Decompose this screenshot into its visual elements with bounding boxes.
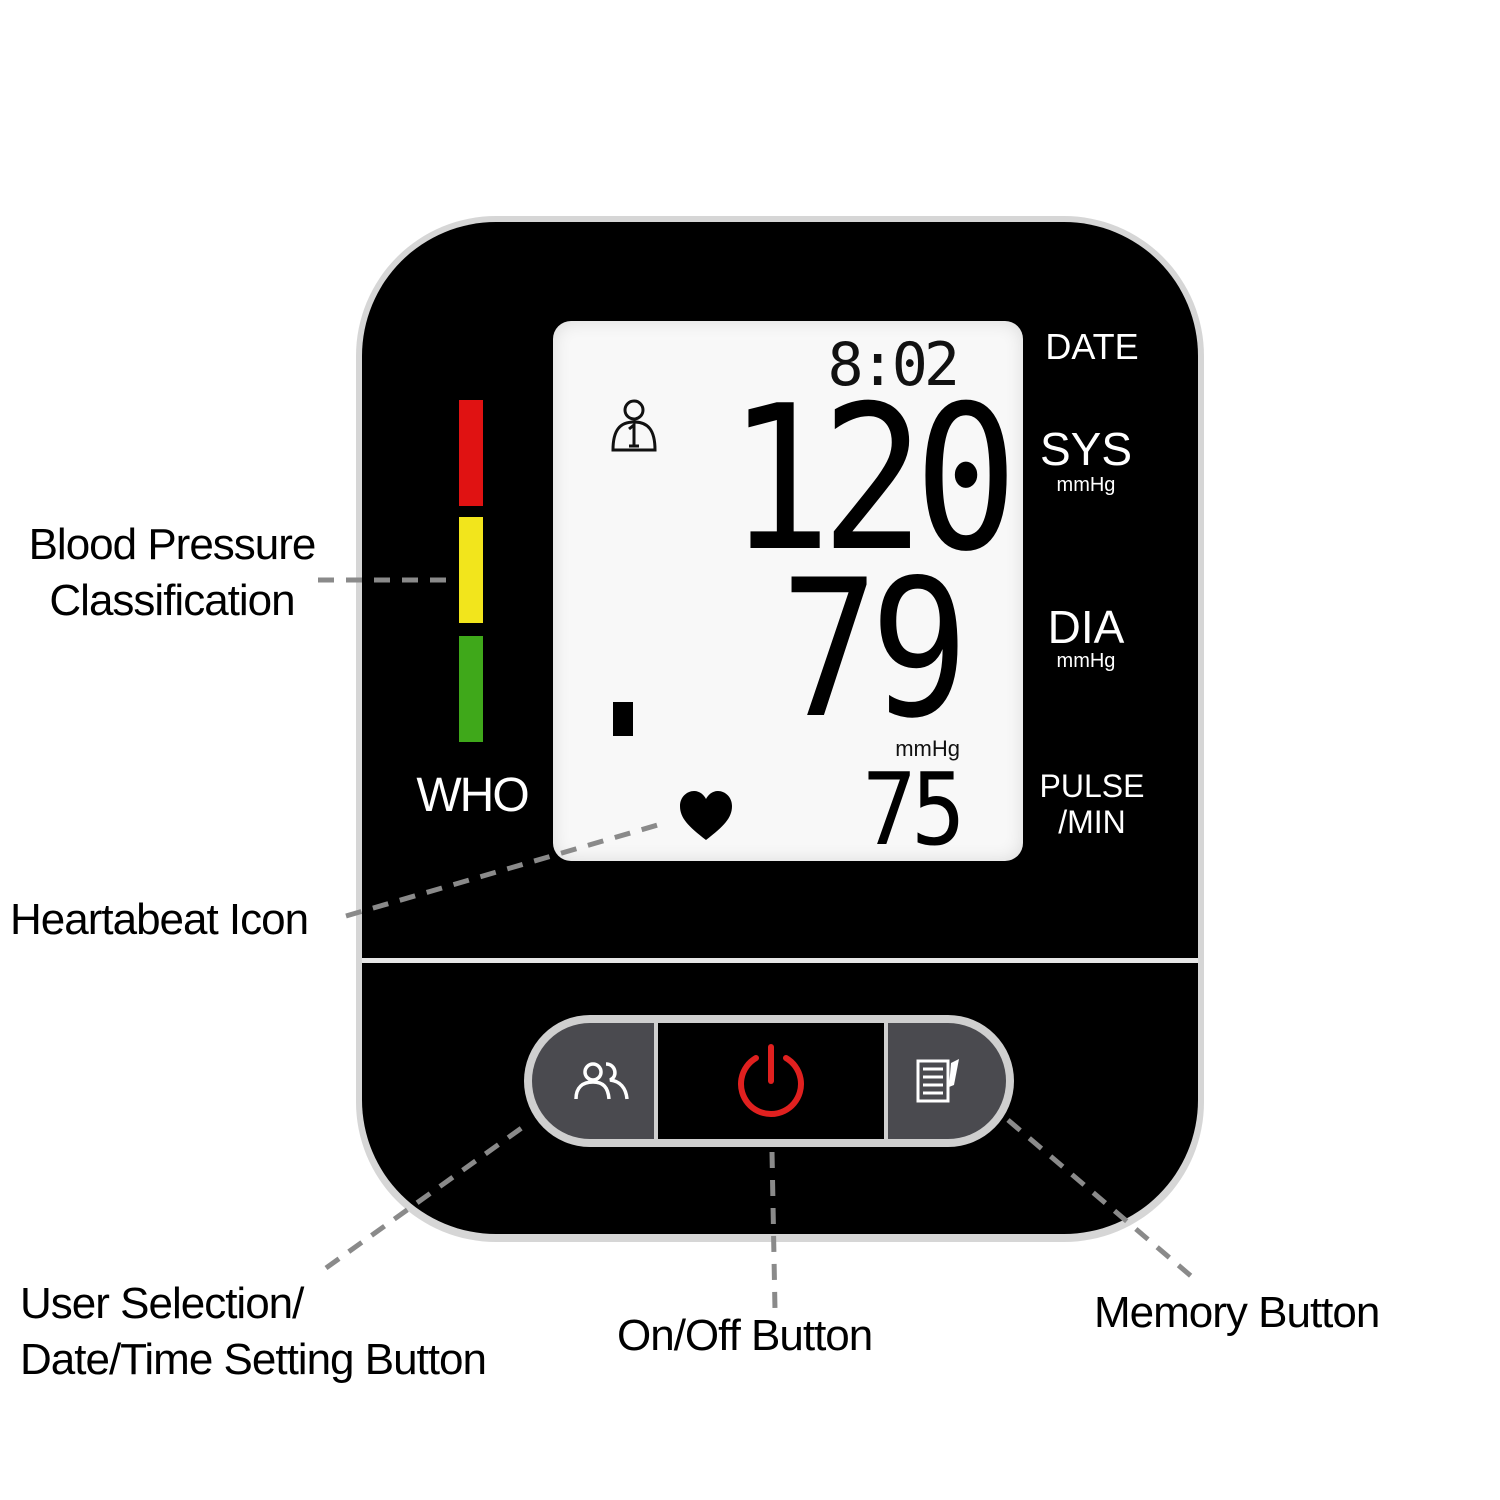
callout-user-selection: User Selection/ Date/Time Setting Button	[20, 1276, 540, 1388]
callout-memory: Memory Button	[1094, 1288, 1380, 1337]
sys-unit-label: mmHg	[1056, 474, 1116, 496]
power-icon	[738, 1044, 804, 1117]
dia-unit-label: mmHg	[1056, 650, 1116, 672]
callout-blood-pressure-line1: Blood Pressure	[28, 520, 317, 569]
pulse-label-line1: PULSE	[1039, 768, 1145, 804]
lcd-indicator-block	[613, 702, 633, 736]
power-button[interactable]	[654, 1023, 888, 1139]
callout-user-line1: User Selection/	[20, 1279, 304, 1328]
date-label: DATE	[1045, 326, 1139, 367]
user-1-icon	[611, 399, 657, 452]
callout-blood-pressure: Blood Pressure Classification	[12, 517, 332, 629]
lcd-screen	[553, 321, 1023, 861]
lcd-time: 8:02	[827, 330, 961, 400]
callout-user-line2: Date/Time Setting Button	[20, 1335, 487, 1384]
user-select-button[interactable]	[532, 1023, 654, 1139]
classification-bar-red	[459, 400, 483, 506]
lcd-diastolic: 79	[780, 539, 968, 760]
dia-label: DIA	[1047, 601, 1125, 653]
callout-blood-pressure-line2: Classification	[49, 576, 295, 625]
memory-button[interactable]	[884, 1023, 1006, 1139]
heart-icon	[680, 791, 732, 840]
classification-bar-yellow	[459, 517, 483, 623]
callout-on-off: On/Off Button	[617, 1311, 873, 1360]
callout-heartbeat: Heartabeat Icon	[10, 895, 309, 944]
memory-list-icon	[916, 1059, 959, 1103]
users-icon	[574, 1062, 629, 1100]
lcd-pressure-unit: mmHg	[895, 736, 960, 761]
who-label: WHO	[416, 769, 529, 822]
sys-label: SYS	[1040, 423, 1133, 475]
classification-bar-green	[459, 636, 483, 742]
pulse-label: PULSE /MIN	[1036, 768, 1148, 840]
device-divider	[362, 958, 1198, 963]
lcd-systolic: 120	[727, 363, 1018, 596]
pulse-label-line2: /MIN	[1058, 804, 1126, 840]
lcd-pulse: 75	[862, 751, 965, 868]
